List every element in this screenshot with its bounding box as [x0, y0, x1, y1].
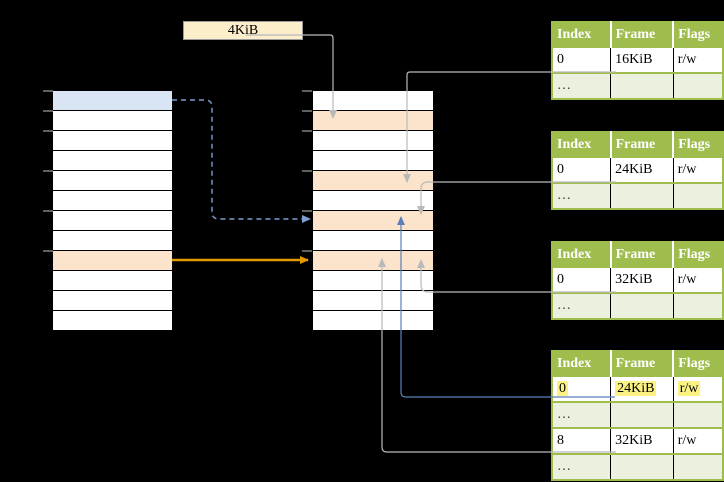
memory-cell-11 [313, 291, 433, 311]
memory-cell-7-peach [313, 211, 433, 231]
memory-cell-9-peach [53, 251, 172, 271]
column-header-index: Index [552, 132, 612, 157]
virtual-memory-column [52, 90, 173, 331]
physical-memory-column [312, 90, 434, 331]
table-cell: 32KiB [610, 427, 674, 454]
table-cell: r/w [673, 266, 723, 293]
memory-cell-2-peach [313, 111, 433, 131]
table-cell [610, 292, 674, 319]
table-cell: … [552, 72, 612, 99]
memory-cell-10 [313, 271, 433, 291]
table-cell: r/w [673, 156, 723, 183]
table-cell [673, 292, 723, 319]
memory-cell-9-peach [313, 251, 433, 271]
memory-cell-8 [313, 231, 433, 251]
column-header-frame: Frame [610, 132, 675, 157]
column-header-flags: Flags [673, 22, 723, 47]
memory-cell-1-blue [53, 91, 172, 111]
table-cell [610, 401, 674, 428]
memory-cell-4 [313, 151, 433, 171]
table-cell: … [552, 453, 612, 480]
memory-cell-8 [53, 231, 172, 251]
column-header-frame: Frame [610, 22, 675, 47]
highlighted-value: 24KiB [615, 381, 657, 396]
column-header-index: Index [552, 351, 612, 376]
table-cell: 0 [552, 156, 612, 183]
memory-cell-5 [53, 171, 172, 191]
table-cell: 16KiB [610, 46, 674, 73]
table-cell: 24KiB [610, 375, 674, 402]
table-cell: r/w [673, 375, 723, 402]
table-cell: … [552, 292, 612, 319]
memory-cell-1 [313, 91, 433, 111]
memory-cell-6 [53, 191, 172, 211]
table-row: … [552, 72, 723, 99]
column-header-index: Index [552, 242, 612, 267]
table-cell [673, 182, 723, 209]
memory-cell-2 [53, 111, 172, 131]
memory-cell-3 [313, 131, 433, 151]
table-cell: 8 [552, 427, 612, 454]
memory-cell-12 [53, 311, 172, 330]
table-cell: 0 [552, 375, 612, 402]
table-cell [610, 72, 674, 99]
table-cell [673, 72, 723, 99]
table-cell: … [552, 401, 612, 428]
block-size-label: 4KiB [183, 21, 303, 40]
memory-cell-6 [313, 191, 433, 211]
table-row: … [552, 182, 723, 209]
table-cell [610, 453, 674, 480]
memory-cell-10 [53, 271, 172, 291]
table-row: … [552, 401, 723, 428]
table-cell: … [552, 182, 612, 209]
memory-cell-5-peach [313, 171, 433, 191]
table-cell: r/w [673, 46, 723, 73]
table-row: … [552, 453, 723, 480]
table-cell: 0 [552, 266, 612, 293]
column-header-flags: Flags [673, 351, 723, 376]
highlighted-value: 0 [557, 381, 568, 396]
column-header-flags: Flags [673, 242, 723, 267]
table-row: 0 24KiB r/w [552, 375, 723, 402]
memory-cell-11 [53, 291, 172, 311]
table-cell: 32KiB [610, 266, 674, 293]
highlighted-value: r/w [677, 381, 701, 396]
table-cell [673, 453, 723, 480]
column-header-frame: Frame [610, 242, 675, 267]
memory-cell-4 [53, 151, 172, 171]
table-cell [610, 182, 674, 209]
memory-cell-7 [53, 211, 172, 231]
column-header-frame: Frame [610, 351, 675, 376]
memory-cell-3 [53, 131, 172, 151]
table-cell: 24KiB [610, 156, 674, 183]
table-row: … [552, 292, 723, 319]
block-size-text: 4KiB [227, 23, 259, 38]
column-header-index: Index [552, 22, 612, 47]
table-cell [673, 401, 723, 428]
table-cell: 0 [552, 46, 612, 73]
column-header-flags: Flags [673, 132, 723, 157]
arrow-virtual-to-frame [172, 99, 311, 223]
table-cell: r/w [673, 427, 723, 454]
memory-cell-12 [313, 311, 433, 330]
